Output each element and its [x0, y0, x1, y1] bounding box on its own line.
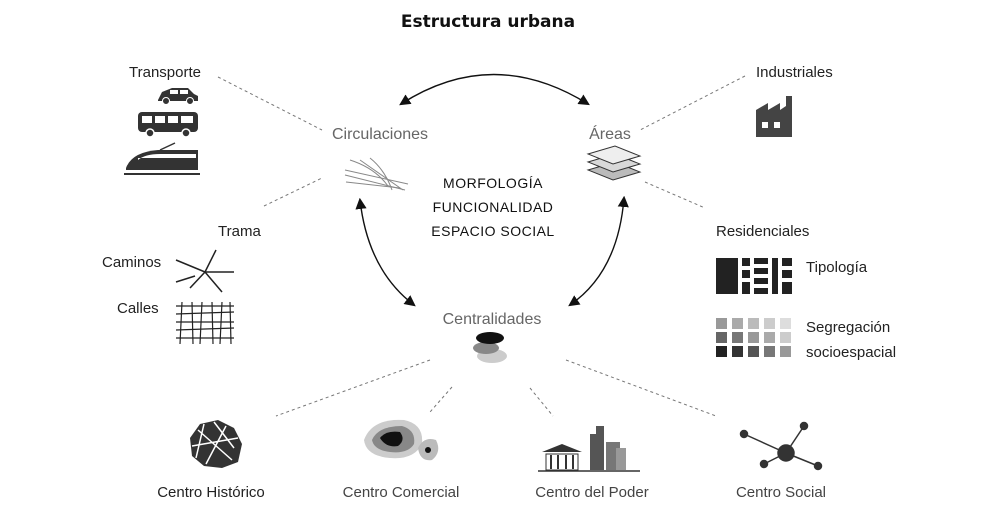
transporte-label: Transporte — [129, 64, 201, 81]
car-icon — [158, 88, 198, 105]
arrow-circulaciones-centralidades — [355, 197, 416, 307]
dash-transporte — [217, 76, 323, 131]
dash-trama — [263, 177, 323, 207]
residenciales-label: Residenciales — [716, 223, 809, 240]
dash-historico — [275, 359, 431, 417]
dash-industriales — [639, 75, 746, 131]
centro-social-icon — [739, 421, 823, 471]
dash-poder — [529, 387, 554, 417]
node-circulaciones: Circulaciones — [332, 126, 428, 143]
tipologia-label: Tipología — [806, 259, 868, 276]
areas-layers-icon — [586, 145, 642, 181]
arrow-areas-centralidades — [568, 195, 629, 307]
centro-social-label: Centro Social — [736, 484, 826, 501]
node-areas: Áreas — [589, 124, 631, 143]
segregacion-label-1: Segregación — [806, 319, 890, 336]
core-funcionalidad: FUNCIONALIDAD — [433, 199, 554, 215]
dash-residenciales — [644, 181, 706, 209]
factory-icon — [756, 96, 792, 137]
industriales-label: Industriales — [756, 64, 833, 81]
dash-social — [565, 359, 717, 417]
caminos-label: Caminos — [102, 254, 161, 271]
circulaciones-lines-icon — [344, 157, 409, 191]
node-centralidades: Centralidades — [443, 311, 542, 328]
train-icon — [124, 142, 200, 175]
core-espacio-social: ESPACIO SOCIAL — [431, 223, 554, 239]
centro-historico-label: Centro Histórico — [157, 484, 265, 501]
centro-poder-icon — [538, 426, 640, 472]
trama-label: Trama — [218, 223, 261, 240]
diagram-title: Estructura urbana — [401, 12, 575, 32]
centro-comercial-label: Centro Comercial — [343, 484, 460, 501]
centralidades-blobs-icon — [473, 332, 507, 363]
segregacion-icon — [716, 318, 791, 357]
centro-historico-icon — [190, 420, 242, 468]
centro-poder-label: Centro del Poder — [535, 484, 648, 501]
bus-icon — [138, 112, 198, 138]
centro-comercial-icon — [364, 419, 439, 461]
tipologia-icon — [716, 258, 792, 294]
core-morfologia: MORFOLOGÍA — [443, 175, 543, 191]
dash-comercial — [429, 386, 453, 413]
calles-icon — [175, 301, 235, 345]
arrow-circulaciones-areas — [399, 73, 590, 106]
caminos-icon — [175, 249, 234, 293]
segregacion-label-2: socioespacial — [806, 344, 896, 361]
calles-label: Calles — [117, 300, 159, 317]
